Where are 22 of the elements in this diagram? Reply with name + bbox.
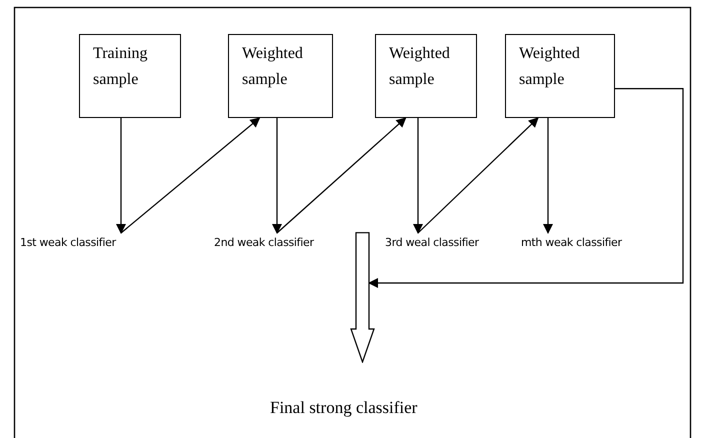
arrow (368, 88, 684, 288)
hollow-down-arrow (350, 232, 375, 363)
arrow (543, 118, 553, 234)
box-text: Weighted sample (242, 44, 304, 90)
arrow (120, 117, 260, 234)
arrow (272, 118, 282, 234)
process-box (228, 34, 333, 118)
output-label: Final strong classifier (270, 398, 418, 418)
box-text: Weighted sample (519, 44, 581, 90)
process-box (375, 34, 477, 118)
process-box (79, 34, 181, 118)
box-text: Weighted sample (389, 44, 451, 90)
process-box (505, 34, 615, 118)
classifier-label: mth weak classifier (521, 236, 622, 249)
classifier-label: 3rd weal classifier (385, 236, 479, 249)
classifier-label: 1st weak classifier (20, 236, 116, 249)
classifier-label: 2nd weak classifier (214, 236, 314, 249)
arrow (116, 118, 126, 234)
arrow (276, 117, 406, 234)
box-text: Training sample (93, 44, 149, 90)
arrow (413, 118, 423, 234)
arrow (418, 117, 539, 234)
